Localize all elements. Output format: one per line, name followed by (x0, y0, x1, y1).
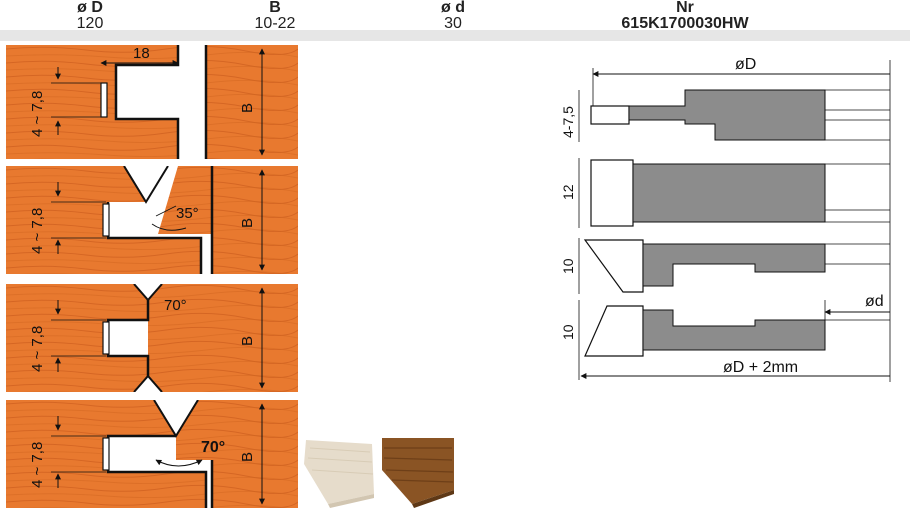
groove-range-2: 4 ~ 7,8 (29, 208, 46, 254)
width-label-1: 18 (133, 45, 150, 62)
header-d-label: ø d (441, 0, 465, 16)
diagram-bore-label: ød (865, 293, 884, 310)
header-od-value: 120 (76, 15, 104, 32)
profile-panel-4: 4 ~ 7,8 70° B (6, 400, 298, 508)
diagram-h4-label: 10 (560, 324, 576, 340)
header-od: ø D 120 (50, 0, 130, 32)
angle-label-4: 70° (201, 439, 225, 456)
thickness-label-3: B (239, 336, 256, 346)
header-b: B 10-22 (235, 0, 315, 32)
wood-right-1 (206, 45, 298, 159)
groove-range-4: 4 ~ 7,8 (29, 442, 46, 488)
diagram-h1-label: 4-7,5 (560, 106, 576, 138)
groove-range-1: 4 ~ 7,8 (29, 91, 46, 137)
header-nr-label: Nr (676, 0, 694, 16)
diagram-h3-label: 10 (560, 258, 576, 274)
thickness-label-1: B (239, 103, 256, 113)
header-b-value: 10-22 (254, 15, 296, 32)
header-d: ø d 30 (413, 0, 493, 32)
groove-range-3: 4 ~ 7,8 (29, 326, 46, 372)
header-nr-value: 615K1700030HW (621, 15, 749, 32)
angle-label-3: 70° (164, 297, 187, 314)
profile-panel-1: 4 ~ 7,8 18 B (6, 45, 298, 159)
header-nr: Nr 615K1700030HW (580, 0, 790, 32)
angle-label-2: 35° (176, 205, 199, 222)
header-od-label: ø D (77, 0, 103, 16)
diagram-od-plus-label: øD + 2mm (723, 359, 798, 376)
header-d-value: 30 (444, 15, 462, 32)
thickness-label-2: B (239, 218, 256, 228)
cutter-cross-section-diagram: øD 4-7,5 12 10 10 ød (545, 50, 905, 390)
header-band (0, 30, 910, 41)
diagram-h2-label: 12 (560, 184, 576, 200)
wood-left-1 (6, 45, 178, 159)
light-wood-sample (300, 434, 380, 508)
dark-wood-sample (378, 434, 458, 508)
thickness-label-4: B (239, 452, 256, 462)
profile-panel-2: 4 ~ 7,8 35° B (6, 166, 298, 274)
profile-panel-3: 4 ~ 7,8 70° B (6, 284, 298, 392)
header-b-label: B (269, 0, 281, 16)
diagram-od-label: øD (735, 56, 756, 73)
